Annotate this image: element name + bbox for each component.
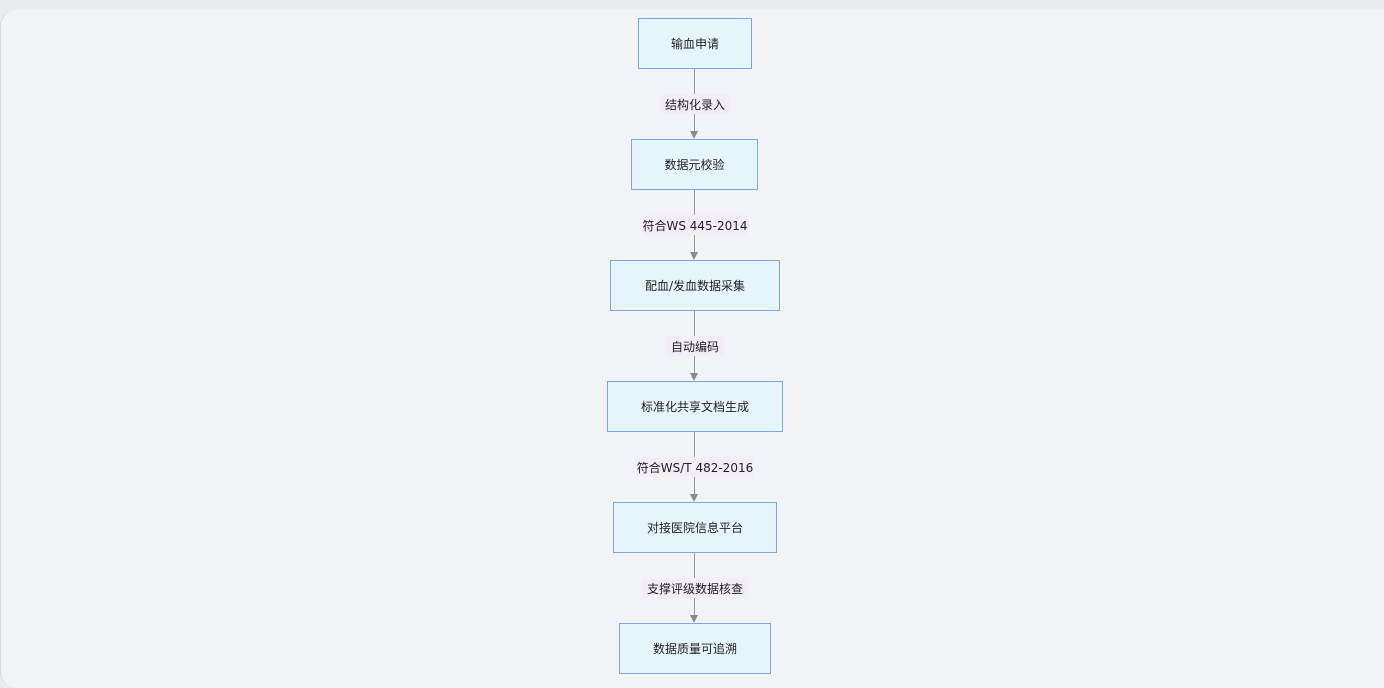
edge-label: 结构化录入 [660,94,730,114]
arrow-head [690,131,698,139]
edge-label: 自动编码 [666,336,724,356]
flow-node-transfusion-request: 输血申请 [638,18,752,69]
arrow-head [690,494,698,502]
arrow-head [690,252,698,260]
edge-label: 符合WS/T 482-2016 [636,457,754,477]
flow-node-data-element-validation: 数据元校验 [631,139,758,190]
flow-node-hospital-platform-integration: 对接医院信息平台 [613,502,777,553]
arrow-head [690,615,698,623]
edge-label: 符合WS 445-2014 [642,215,748,235]
flow-node-standard-document-generation: 标准化共享文档生成 [607,381,783,432]
edge-label: 支撑评级数据核查 [642,578,748,598]
flow-node-crossmatch-dispatch-collection: 配血/发血数据采集 [610,260,780,311]
flow-node-data-quality-traceability: 数据质量可追溯 [619,623,771,674]
arrow-head [690,373,698,381]
